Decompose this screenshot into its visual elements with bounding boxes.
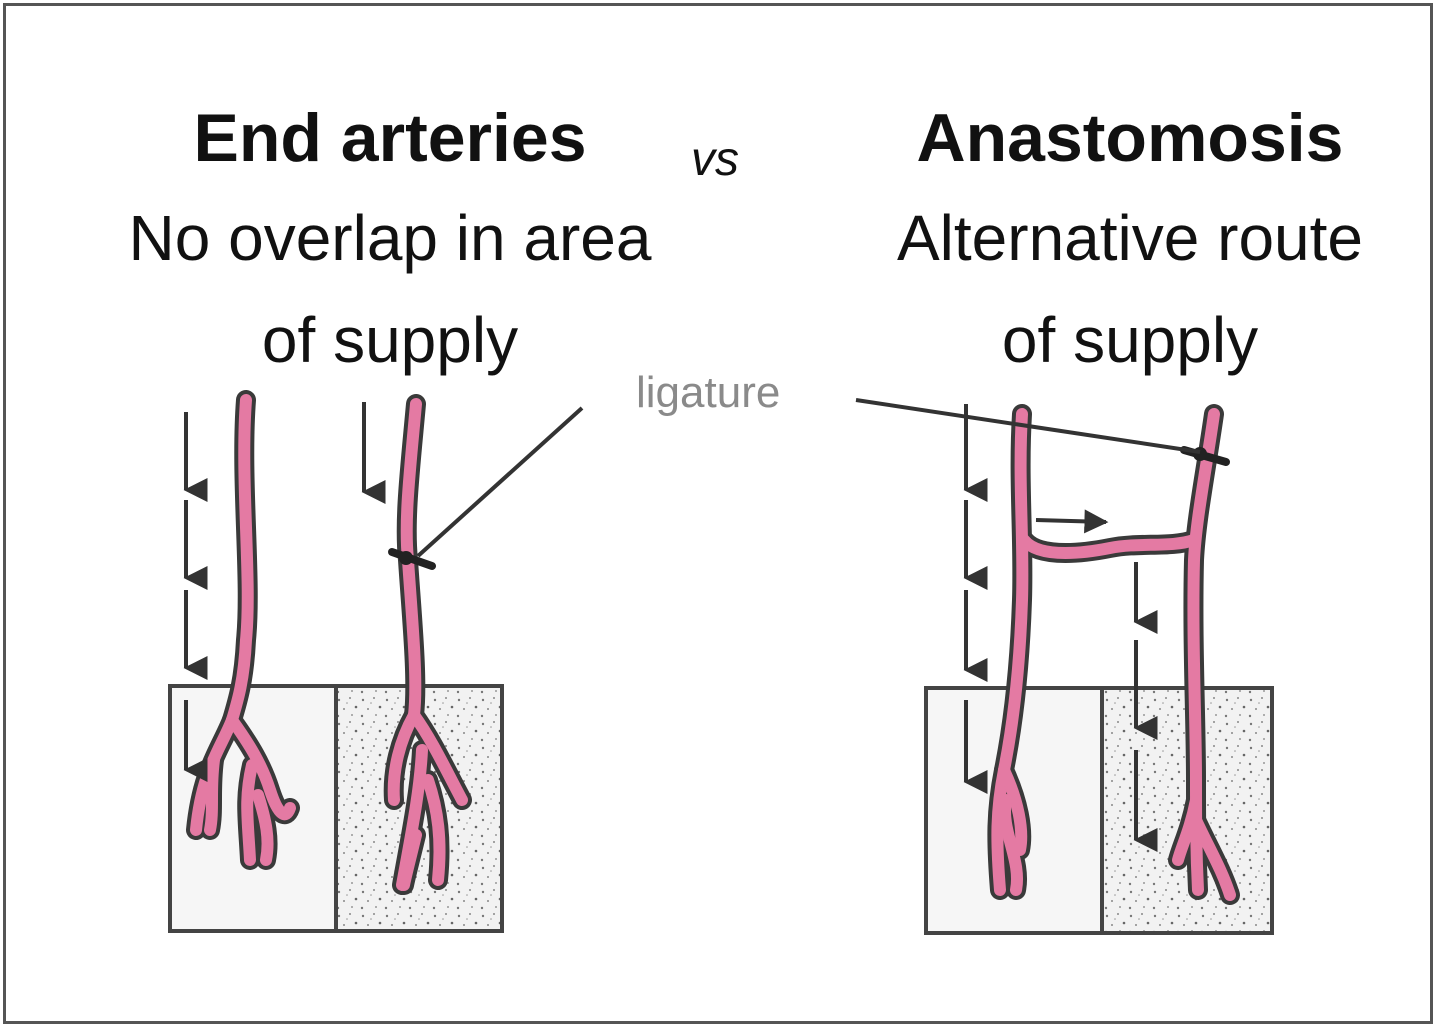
anastomosis-desc-line2: of supply	[1001, 304, 1259, 376]
flow-arrows-right	[963, 404, 1158, 852]
ligature-pointer-left	[416, 406, 584, 558]
vs-label: vs	[691, 133, 739, 186]
ligature-pointer-right	[855, 398, 1201, 454]
anastomosis-panel	[855, 398, 1274, 935]
end-arteries-panel	[168, 390, 584, 933]
end-arteries-title: End arteries	[193, 100, 587, 176]
end-arteries-desc-line2: of supply	[261, 304, 519, 376]
end-artery-1	[186, 390, 300, 870]
anastomosis-title: Anastomosis	[916, 100, 1344, 176]
ligature-label: ligature	[636, 368, 781, 417]
anastomosing-arteries	[987, 404, 1240, 905]
flow-arrows-left	[183, 402, 386, 782]
anastomosis-desc-line1: Alternative route	[896, 202, 1364, 274]
end-arteries-desc-line1: No overlap in area	[128, 202, 652, 274]
